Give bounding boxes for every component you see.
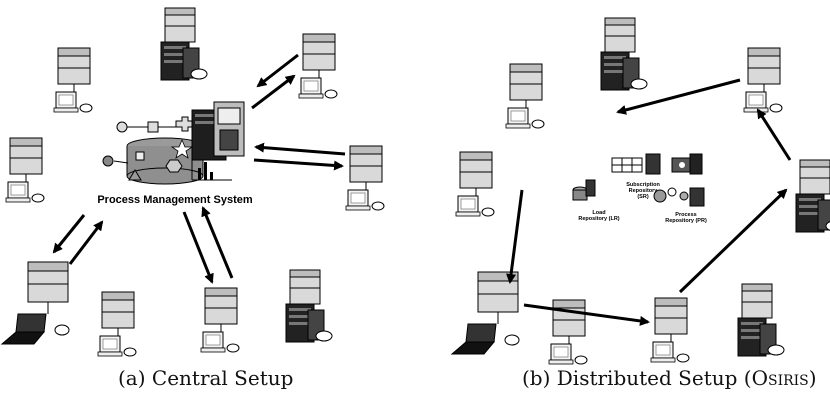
caption-system-name: Osiris: [751, 366, 809, 390]
workstation-icon: [455, 151, 495, 217]
caption-suffix: ): [808, 366, 817, 390]
communication-arrows: [52, 53, 346, 284]
process-repo-line2: Repository (PR): [665, 218, 707, 224]
caption-central-setup: (a) Central Setup: [118, 366, 294, 390]
central-setup-panel: Process Management System: [1, 7, 385, 357]
center-label: Process Management System: [97, 194, 253, 206]
workstation-icon: [53, 47, 93, 113]
workstation-icon: [97, 291, 137, 357]
server-icon: [795, 159, 830, 233]
workstation-icon: [743, 47, 783, 113]
load-repo-line2: Repository (LR): [578, 216, 619, 222]
workstation-icon: [650, 297, 690, 363]
process-flow-arrows: [506, 78, 792, 326]
workstation-icon: [5, 137, 45, 203]
process-management-system-icon: [102, 101, 245, 185]
server-icon: [285, 269, 333, 343]
laptop-icon: [1, 261, 70, 345]
workstation-icon: [345, 145, 385, 211]
caption-distributed-setup: (b) Distributed Setup (Osiris): [522, 366, 817, 390]
load-repo-line1: Load: [592, 210, 605, 216]
distributed-setup-panel: Load Repository (LR) Subscription Reposi…: [451, 17, 830, 365]
workstation-icon: [505, 63, 545, 129]
workstation-icon: [298, 33, 338, 99]
server-icon: [737, 283, 785, 357]
server-icon: [160, 7, 208, 81]
subscription-repo-line2: Repository: [629, 188, 659, 194]
laptop-icon: [451, 271, 520, 355]
process-repo-line1: Process: [675, 212, 696, 218]
caption-prefix: (b) Distributed Setup (: [522, 366, 752, 390]
workstation-icon: [200, 287, 240, 353]
subscription-repo-line1: Subscription: [626, 182, 660, 188]
subscription-repo-line3: (SR): [637, 194, 648, 200]
osiris-repositories-icon: [572, 153, 705, 207]
server-icon: [600, 17, 648, 91]
